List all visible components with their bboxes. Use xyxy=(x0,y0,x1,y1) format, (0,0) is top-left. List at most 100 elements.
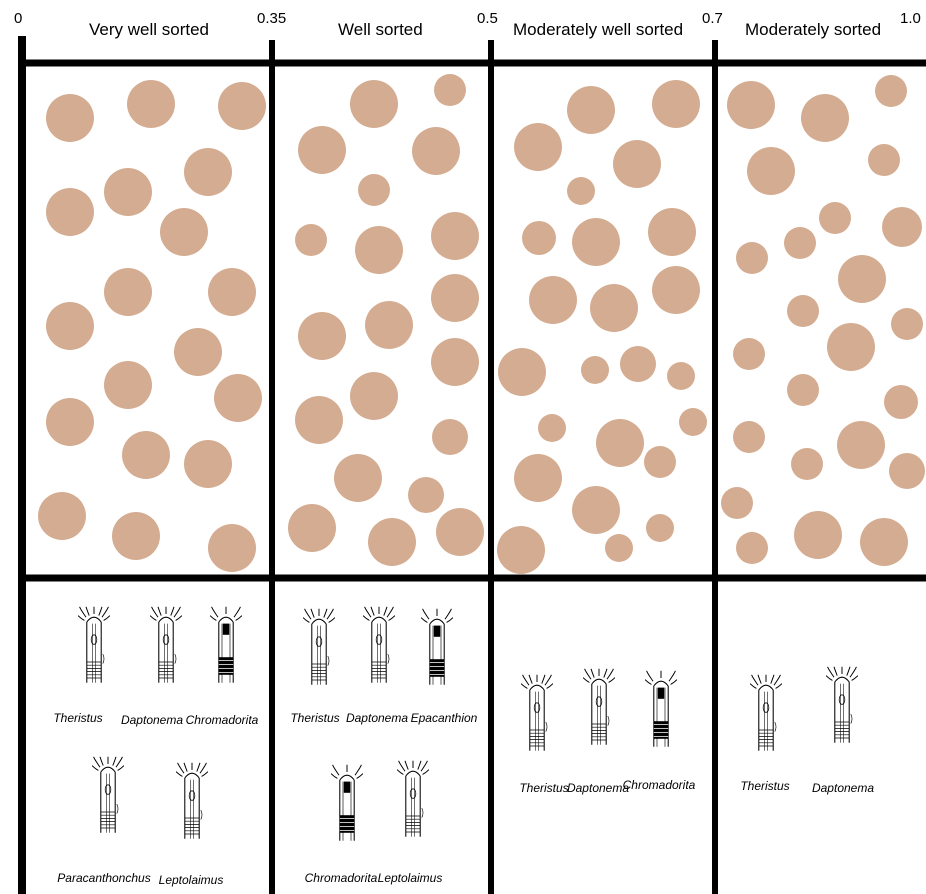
taxon-label: Theristus xyxy=(53,711,102,725)
sediment-grain xyxy=(620,346,656,382)
taxon-label: Epacanthion xyxy=(411,711,478,725)
nematode-head-icon xyxy=(397,761,429,837)
sediment-grain xyxy=(529,276,577,324)
sediment-grain xyxy=(408,477,444,513)
sediment-grain xyxy=(46,188,94,236)
sediment-grain xyxy=(355,226,403,274)
nematode-head-icon xyxy=(521,675,553,751)
sediment-grain xyxy=(522,221,556,255)
sediment-grain xyxy=(174,328,222,376)
sediment-grain xyxy=(104,268,152,316)
taxon-label: Paracanthonchus xyxy=(57,871,150,885)
sediment-grain xyxy=(497,526,545,574)
sediment-grain xyxy=(652,80,700,128)
sediment-grain xyxy=(889,453,925,489)
sediment-grain xyxy=(412,127,460,175)
nematode-head-icon xyxy=(363,607,395,683)
sediment-grain xyxy=(727,81,775,129)
taxon-label: Chromadorita xyxy=(305,871,378,885)
sediment-grain xyxy=(572,486,620,534)
sediment-grain xyxy=(208,524,256,572)
sediment-grain xyxy=(432,419,468,455)
sediment-grain xyxy=(295,224,327,256)
sediment-grain xyxy=(733,338,765,370)
nematode-head-icon xyxy=(303,609,335,685)
sediment-grain xyxy=(794,511,842,559)
sediment-grain xyxy=(590,284,638,332)
sediment-grains xyxy=(38,74,925,574)
sediment-grain xyxy=(431,338,479,386)
sediment-grain xyxy=(733,421,765,453)
taxon-label: Daptonema xyxy=(346,711,408,725)
sediment-grain xyxy=(581,356,609,384)
sediment-grain xyxy=(127,80,175,128)
sediment-grain xyxy=(46,94,94,142)
sediment-grain xyxy=(605,534,633,562)
taxon-label: Theristus xyxy=(740,779,789,793)
sediment-grain xyxy=(613,140,661,188)
sediment-grain xyxy=(837,421,885,469)
sediment-grain xyxy=(891,308,923,340)
sediment-grain xyxy=(295,396,343,444)
sediment-grain xyxy=(791,448,823,480)
sediment-grain xyxy=(431,212,479,260)
sediment-grain xyxy=(46,302,94,350)
sediment-grain xyxy=(334,454,382,502)
sediment-grain xyxy=(787,295,819,327)
nematode-head-icon xyxy=(150,607,182,683)
sediment-grain xyxy=(160,208,208,256)
sediment-grain xyxy=(875,75,907,107)
nematode-head-icon xyxy=(583,669,615,745)
sediment-grain xyxy=(819,202,851,234)
sediment-grain xyxy=(104,168,152,216)
sediment-grain xyxy=(112,512,160,560)
sediment-grain xyxy=(648,208,696,256)
sediment-grain xyxy=(122,431,170,479)
sediment-grain xyxy=(214,374,262,422)
sediment-grain xyxy=(538,414,566,442)
sediment-grain xyxy=(652,266,700,314)
nematode-head-icon xyxy=(210,607,242,683)
taxon-label: Chromadorita xyxy=(623,778,696,792)
sediment-grain xyxy=(567,177,595,205)
sediment-grain xyxy=(298,312,346,360)
sediment-grain xyxy=(46,398,94,446)
nematode-head-icon xyxy=(826,667,858,743)
sediment-grain xyxy=(827,323,875,371)
sediment-grain xyxy=(572,218,620,266)
taxon-label: Theristus xyxy=(519,781,568,795)
sediment-grain xyxy=(644,446,676,478)
sediment-grain xyxy=(288,504,336,552)
sediment-grain xyxy=(365,301,413,349)
nematode-head-icon xyxy=(78,607,110,683)
sediment-grain xyxy=(736,242,768,274)
sediment-grain xyxy=(884,385,918,419)
taxon-label: Leptolaimus xyxy=(159,873,224,887)
sediment-grain xyxy=(434,74,466,106)
taxon-label: Daptonema xyxy=(121,713,183,727)
sediment-grain xyxy=(436,508,484,556)
taxon-label: Daptonema xyxy=(812,781,874,795)
sediment-grain xyxy=(860,518,908,566)
sediment-grain xyxy=(787,374,819,406)
sediment-grain xyxy=(646,514,674,542)
taxon-label: Theristus xyxy=(290,711,339,725)
sediment-grain xyxy=(358,174,390,206)
sediment-grain xyxy=(368,518,416,566)
sediment-grain xyxy=(514,454,562,502)
sediment-grain xyxy=(350,372,398,420)
sediment-grain xyxy=(514,123,562,171)
sediment-grain xyxy=(184,148,232,196)
sediment-grain xyxy=(784,227,816,259)
sediment-grain xyxy=(208,268,256,316)
sediment-grain xyxy=(736,532,768,564)
sediment-grain xyxy=(350,80,398,128)
nematode-head-icon xyxy=(176,763,208,839)
taxon-label: Leptolaimus xyxy=(378,871,443,885)
sediment-grain xyxy=(801,94,849,142)
sediment-grain xyxy=(596,419,644,467)
taxon-label: Daptonema xyxy=(567,781,629,795)
sediment-grain xyxy=(667,362,695,390)
